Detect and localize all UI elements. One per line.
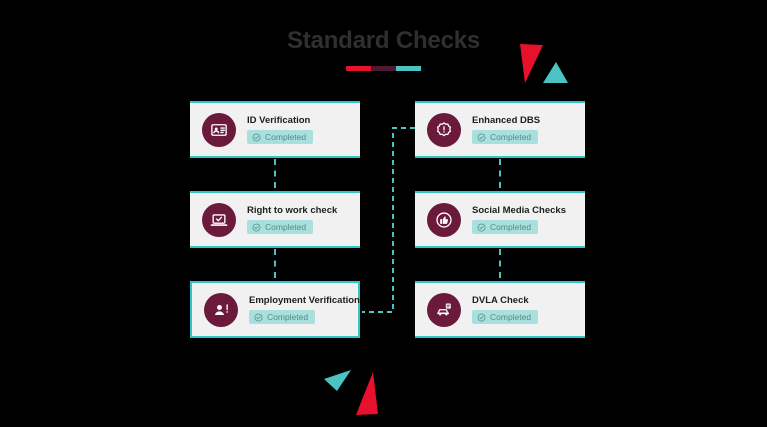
check-circle-icon — [252, 223, 261, 232]
person-alert-icon — [204, 292, 238, 327]
status-label: Completed — [265, 132, 307, 142]
title-underline-segment-red — [345, 66, 371, 71]
page-title: Standard Checks — [286, 27, 481, 54]
card-title: ID Verification — [247, 115, 311, 126]
check-card-employment-verification[interactable]: Employment Verification Completed — [190, 281, 360, 338]
card-title: Enhanced DBS — [472, 115, 541, 126]
connector-left-1 — [274, 159, 276, 188]
car-license-icon — [427, 292, 461, 327]
check-circle-icon — [252, 133, 261, 142]
deco-triangle-bottom-red — [356, 372, 379, 416]
card-title: Employment Verification — [249, 295, 360, 306]
card-title: Social Media Checks — [472, 205, 566, 216]
id-card-icon — [202, 112, 236, 147]
deco-triangle-top-right-red — [518, 44, 544, 84]
status-label: Completed — [490, 132, 532, 142]
title-underline-segment-teal — [396, 66, 422, 71]
title-underline-segment-maroon — [370, 66, 397, 71]
connector-left-2 — [274, 249, 276, 278]
status-label: Completed — [265, 222, 307, 232]
check-circle-icon — [477, 133, 486, 142]
status-badge: Completed — [247, 130, 314, 144]
status-badge: Completed — [249, 310, 316, 324]
status-badge: Completed — [472, 310, 539, 324]
status-badge: Completed — [247, 220, 314, 234]
card-title: DVLA Check — [472, 295, 529, 306]
card-body: Right to work check Completed — [247, 205, 337, 234]
card-body: DVLA Check Completed — [472, 295, 539, 324]
card-body: Enhanced DBS Completed — [472, 115, 540, 144]
connector-right-1 — [499, 159, 501, 188]
card-body: ID Verification Completed — [247, 115, 314, 144]
connector-right-2 — [499, 249, 501, 278]
deco-triangle-bottom-teal — [324, 370, 352, 392]
check-circle-icon — [254, 313, 263, 322]
status-badge: Completed — [472, 220, 539, 234]
deco-triangle-top-right-teal — [543, 62, 569, 84]
laptop-check-icon — [202, 202, 236, 237]
check-card-social-media[interactable]: Social Media Checks Completed — [415, 191, 585, 248]
title-underline — [345, 66, 422, 71]
status-label: Completed — [267, 312, 309, 322]
check-circle-icon — [477, 313, 486, 322]
checks-board: ID Verification Completed — [190, 101, 586, 338]
title-block: Standard Checks — [0, 26, 767, 71]
check-card-id-verification[interactable]: ID Verification Completed — [190, 101, 360, 158]
check-circle-icon — [477, 223, 486, 232]
status-label: Completed — [490, 312, 532, 322]
check-card-right-to-work[interactable]: Right to work check Completed — [190, 191, 360, 248]
badge-alert-icon — [427, 112, 461, 147]
check-card-enhanced-dbs[interactable]: Enhanced DBS Completed — [415, 101, 585, 158]
status-badge: Completed — [472, 130, 539, 144]
thumbs-up-icon — [427, 202, 461, 237]
card-title: Right to work check — [247, 205, 338, 216]
card-body: Employment Verification Completed — [249, 295, 360, 324]
card-body: Social Media Checks Completed — [472, 205, 566, 234]
status-label: Completed — [490, 222, 532, 232]
check-card-dvla[interactable]: DVLA Check Completed — [415, 281, 585, 338]
